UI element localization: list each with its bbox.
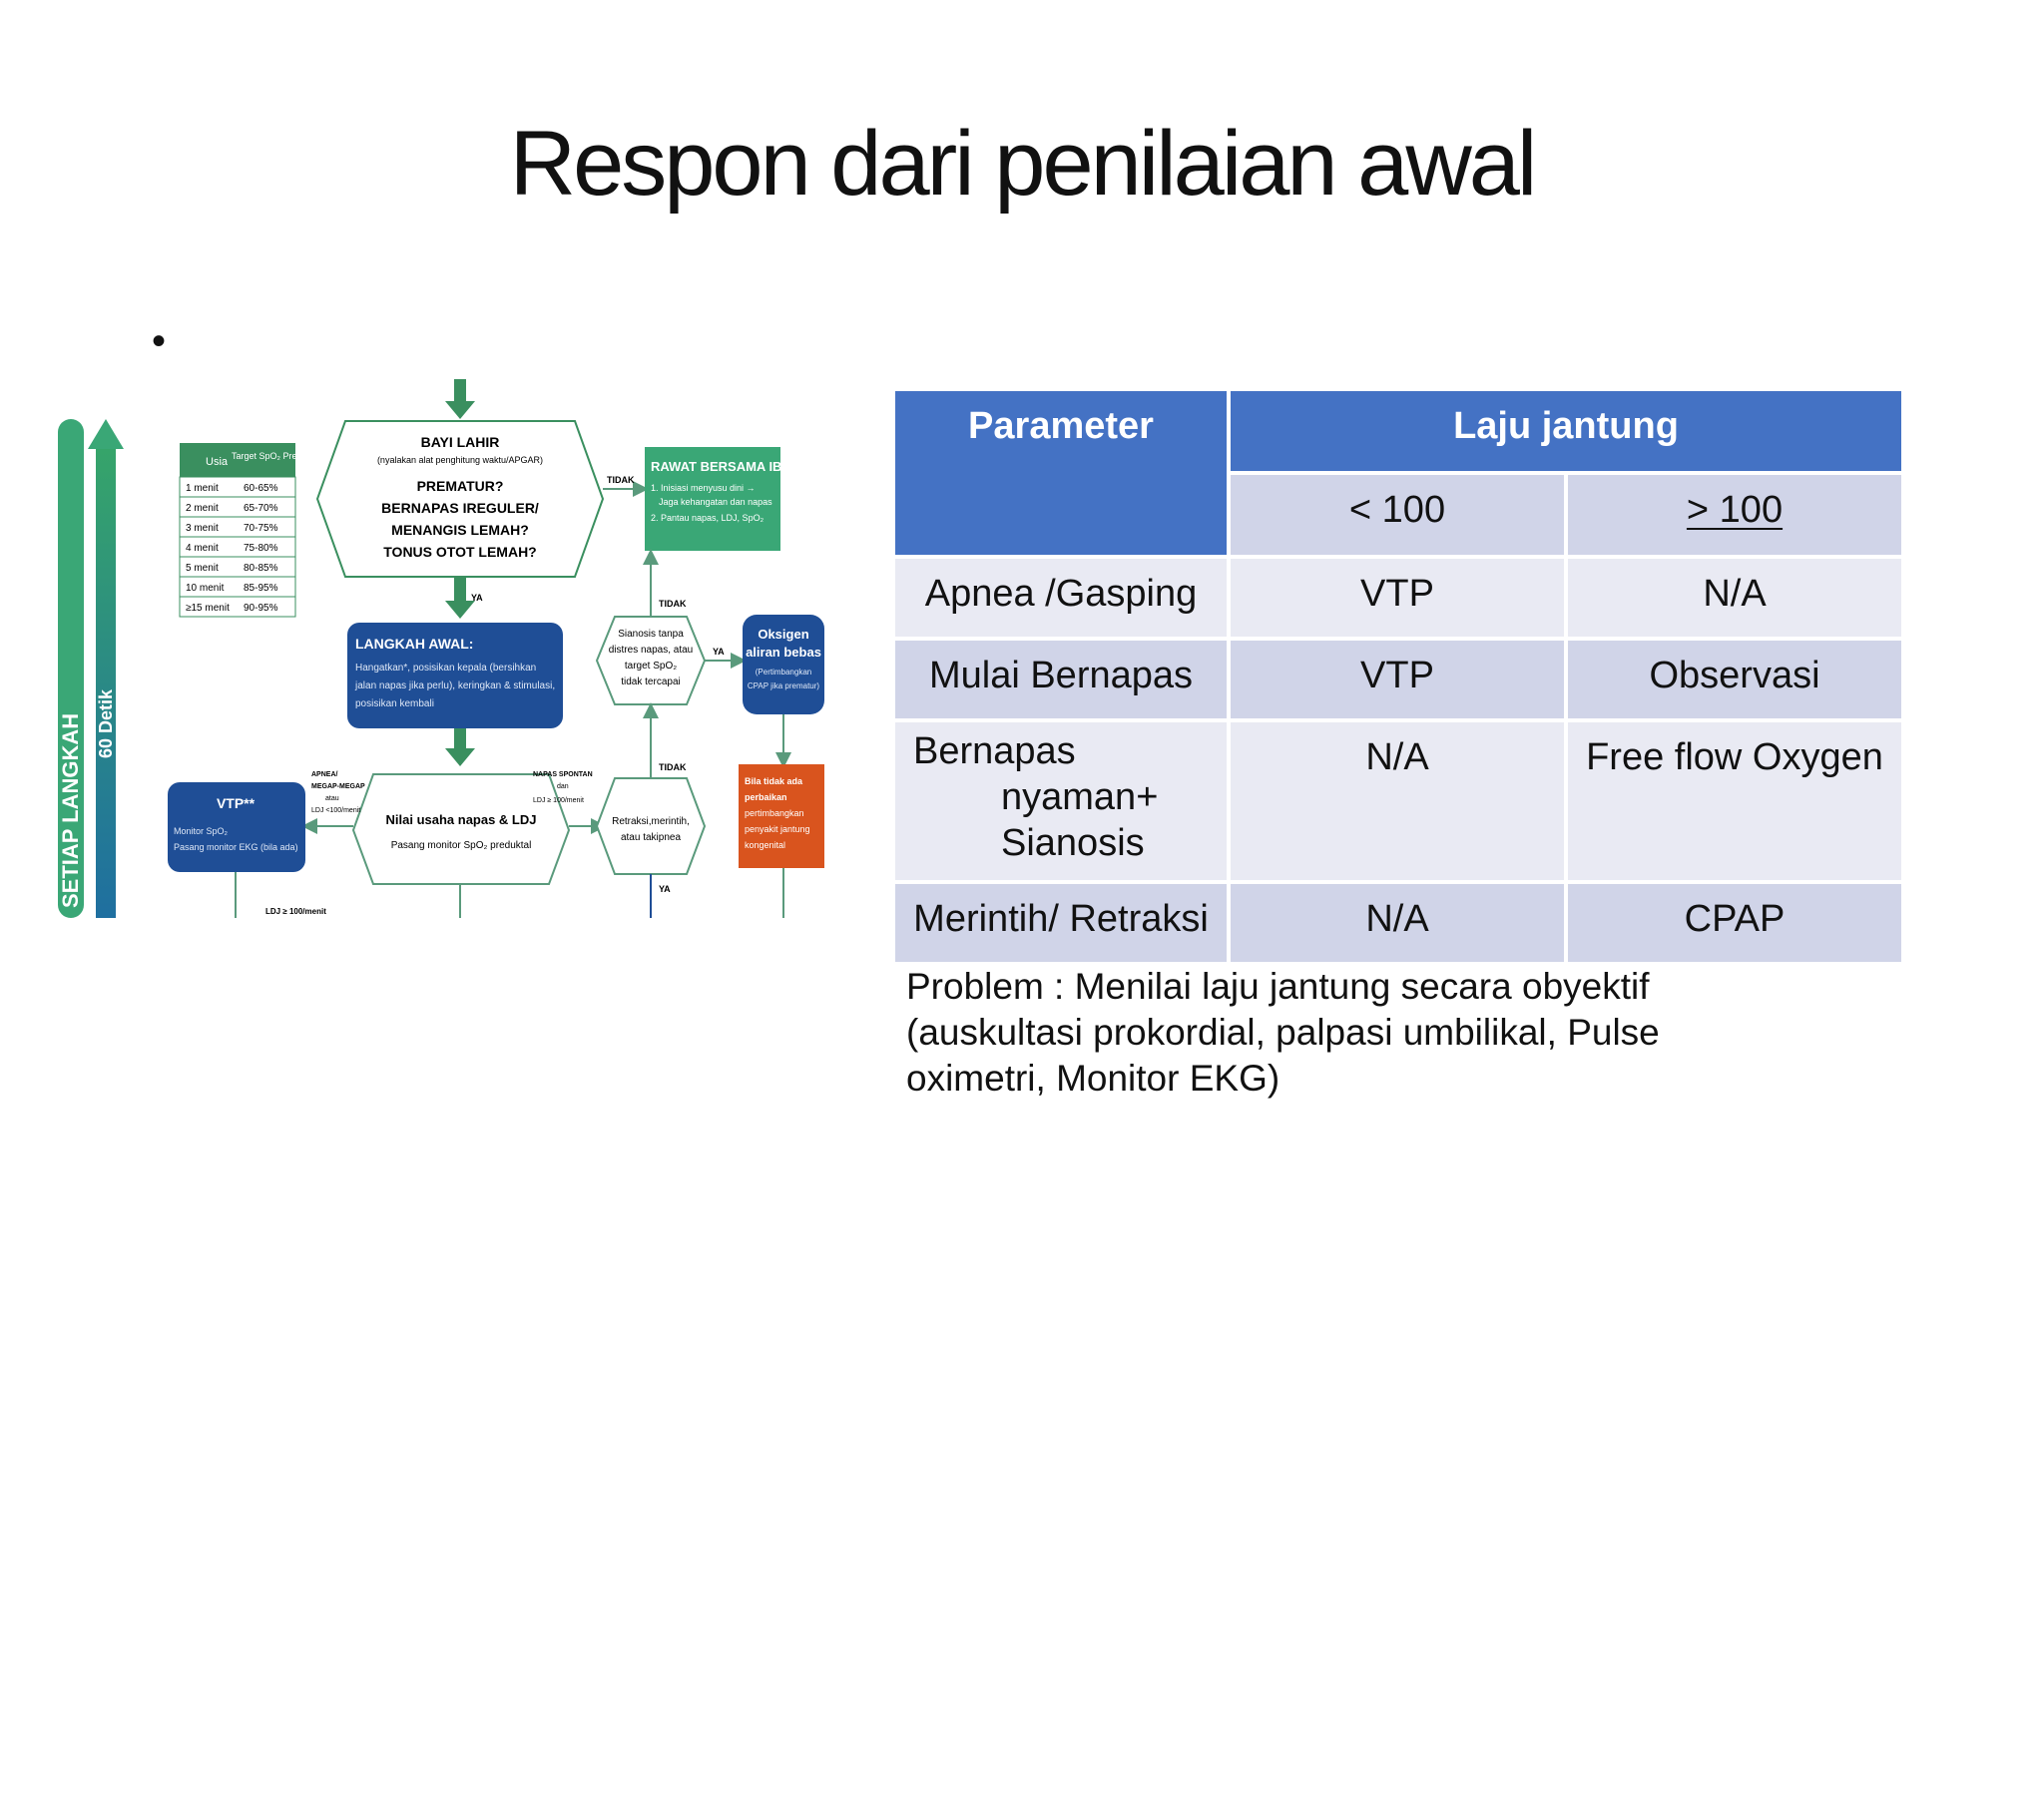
svg-text:LANGKAH AWAL:: LANGKAH AWAL: bbox=[355, 636, 473, 652]
svg-text:CPAP jika prematur): CPAP jika prematur) bbox=[748, 681, 820, 690]
spo2-row-age: ≥15 menit bbox=[186, 603, 230, 614]
svg-text:YA: YA bbox=[713, 647, 725, 657]
svg-text:PREMATUR?: PREMATUR? bbox=[417, 478, 504, 494]
svg-text:Jaga kehangatan dan napas: Jaga kehangatan dan napas bbox=[659, 497, 772, 507]
svg-text:TONUS OTOT LEMAH?: TONUS OTOT LEMAH? bbox=[383, 544, 536, 560]
table-subheader-ge100: > 100 bbox=[1564, 471, 1905, 559]
svg-text:Pasang monitor SpO₂ preduktal: Pasang monitor SpO₂ preduktal bbox=[391, 840, 532, 851]
spo2-row-age: 4 menit bbox=[186, 543, 219, 554]
box-vtp bbox=[168, 782, 305, 872]
svg-text:perbaikan: perbaikan bbox=[745, 792, 787, 802]
svg-text:MENANGIS LEMAH?: MENANGIS LEMAH? bbox=[391, 522, 529, 538]
decision-nilai-usaha-napas bbox=[351, 773, 571, 885]
svg-text:TIDAK: TIDAK bbox=[659, 599, 687, 609]
resuscitation-flowchart: SETIAP LANGKAH 60 Detik Usia Target SpO₂… bbox=[56, 379, 844, 918]
svg-text:kongenital: kongenital bbox=[745, 840, 785, 850]
svg-text:aliran bebas: aliran bebas bbox=[746, 645, 821, 660]
svg-text:RAWAT BERSAMA IBU: RAWAT BERSAMA IBU bbox=[651, 459, 791, 474]
svg-text:YA: YA bbox=[471, 593, 483, 603]
svg-text:TIDAK: TIDAK bbox=[607, 475, 635, 485]
box-langkah-awal bbox=[347, 623, 563, 728]
svg-text:APNEA/: APNEA/ bbox=[311, 771, 338, 778]
decision-retraksi bbox=[595, 777, 707, 875]
svg-text:BERNAPAS IREGULER/: BERNAPAS IREGULER/ bbox=[381, 500, 539, 516]
svg-text:tidak tercapai: tidak tercapai bbox=[621, 677, 680, 687]
svg-text:Pasang monitor EKG (bila ada): Pasang monitor EKG (bila ada) bbox=[174, 842, 298, 852]
side-label-short: 60 Detik bbox=[96, 688, 116, 758]
slide-title: Respon dari penilaian awal bbox=[509, 113, 1538, 215]
svg-text:atau takipnea: atau takipnea bbox=[621, 832, 681, 843]
spo2-row bbox=[179, 596, 296, 618]
svg-text:distres napas, atau: distres napas, atau bbox=[609, 645, 694, 656]
spo2-row-age: 10 menit bbox=[186, 583, 225, 594]
spo2-row-age: 3 menit bbox=[186, 523, 219, 534]
heart-rate-table: Parameter Laju jantung < 100 > 100 Apnea… bbox=[891, 387, 1905, 966]
progress-bar-long bbox=[58, 419, 84, 918]
decision-bayi-lahir bbox=[315, 420, 605, 578]
svg-text:pertimbangkan: pertimbangkan bbox=[745, 808, 804, 818]
box-bila-tidak-ada-perbaikan bbox=[739, 764, 824, 868]
spo2-row-age: 5 menit bbox=[186, 563, 219, 574]
svg-text:LDJ <100/menit: LDJ <100/menit bbox=[311, 807, 360, 814]
progress-bar-short bbox=[96, 449, 116, 918]
spo2-header-age: Usia bbox=[206, 456, 229, 468]
spo2-row-target: 60-65% bbox=[244, 483, 278, 494]
svg-text:Nilai usaha napas & LDJ: Nilai usaha napas & LDJ bbox=[386, 812, 537, 827]
svg-text:(nyalakan alat penghitung wakt: (nyalakan alat penghitung waktu/APGAR) bbox=[377, 455, 543, 465]
svg-text:BAYI LAHIR: BAYI LAHIR bbox=[421, 434, 500, 450]
spo2-row-target: 75-80% bbox=[244, 543, 278, 554]
spo2-header-target: Target SpO₂ Preduktal bbox=[232, 451, 321, 461]
table-row: Bernapas nyaman+ Sianosis N/A Free flow … bbox=[891, 718, 1905, 884]
table-header-laju-jantung: Laju jantung bbox=[1227, 387, 1905, 475]
svg-text:Sianosis tanpa: Sianosis tanpa bbox=[618, 629, 684, 640]
svg-text:YA: YA bbox=[659, 884, 671, 894]
spo2-row-age: 1 menit bbox=[186, 483, 219, 494]
decision-sianosis bbox=[595, 616, 707, 705]
spo2-row-age: 2 menit bbox=[186, 503, 219, 514]
table-subheader-lt100: < 100 bbox=[1227, 471, 1568, 559]
svg-text:VTP**: VTP** bbox=[217, 795, 256, 811]
svg-text:Oksigen: Oksigen bbox=[758, 627, 808, 642]
svg-text:dan: dan bbox=[557, 783, 569, 790]
spo2-row-target: 70-75% bbox=[244, 523, 278, 534]
problem-note: Problem : Menilai laju jantung secara ob… bbox=[906, 966, 1660, 1099]
spo2-row-target: 85-95% bbox=[244, 583, 278, 594]
svg-text:TIDAK: TIDAK bbox=[659, 762, 687, 772]
spo2-target-table: Usia Target SpO₂ Preduktal 1 menit 60-65%… bbox=[179, 443, 321, 618]
svg-text:atau: atau bbox=[325, 795, 339, 802]
spo2-row-target: 90-95% bbox=[244, 603, 278, 614]
spo2-row-target: 65-70% bbox=[244, 503, 278, 514]
svg-text:target SpO₂: target SpO₂ bbox=[625, 661, 677, 672]
svg-text:2. Pantau napas, LDJ, SpO₂: 2. Pantau napas, LDJ, SpO₂ bbox=[651, 513, 765, 523]
svg-text:LDJ ≥ 100/menit: LDJ ≥ 100/menit bbox=[265, 907, 326, 916]
table-header-parameter: Parameter bbox=[891, 387, 1231, 559]
side-label-long: SETIAP LANGKAH bbox=[58, 713, 83, 908]
box-rawat-bersama-ibu bbox=[645, 447, 780, 551]
svg-text:NAPAS SPONTAN: NAPAS SPONTAN bbox=[533, 771, 593, 778]
box-oksigen bbox=[743, 615, 824, 714]
svg-text:MEGAP-MEGAP: MEGAP-MEGAP bbox=[311, 783, 365, 790]
svg-text:jalan napas jika perlu), kerin: jalan napas jika perlu), keringkan & sti… bbox=[354, 680, 555, 691]
table-row: Mulai Bernapas VTP Observasi bbox=[891, 637, 1905, 722]
table-row: Merintih/ Retraksi N/A CPAP bbox=[891, 880, 1905, 966]
spo2-row-target: 80-85% bbox=[244, 563, 278, 574]
svg-text:1. Inisiasi menyusu dini →: 1. Inisiasi menyusu dini → bbox=[651, 483, 756, 493]
svg-text:(Pertimbangkan: (Pertimbangkan bbox=[756, 668, 811, 677]
svg-text:LDJ ≥ 100/menit: LDJ ≥ 100/menit bbox=[533, 797, 584, 804]
table-row: Apnea /Gasping VTP N/A bbox=[891, 555, 1905, 641]
bullet-point: • bbox=[152, 319, 167, 363]
svg-text:Bila tidak ada: Bila tidak ada bbox=[745, 776, 803, 786]
svg-text:Hangatkan*, posisikan kepala (: Hangatkan*, posisikan kepala (bersihkan bbox=[355, 663, 536, 674]
svg-text:penyakit jantung: penyakit jantung bbox=[745, 824, 810, 834]
svg-text:posisikan kembali: posisikan kembali bbox=[355, 698, 434, 709]
svg-text:Retraksi,merintih,: Retraksi,merintih, bbox=[612, 816, 690, 827]
svg-text:Monitor SpO₂: Monitor SpO₂ bbox=[174, 826, 229, 836]
